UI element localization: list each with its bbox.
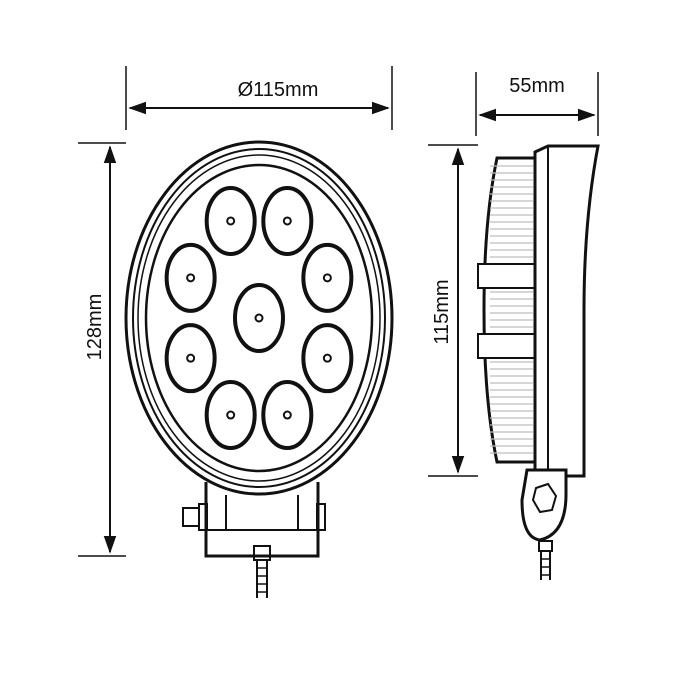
height-label: 128mm	[84, 294, 106, 361]
led-lens	[204, 185, 257, 256]
housing-ring-2	[132, 148, 386, 488]
lens-rim	[144, 163, 374, 473]
heatsink-fins	[477, 156, 537, 464]
led-lens	[301, 323, 354, 394]
led-lens	[301, 242, 354, 313]
led-lens	[261, 185, 314, 256]
front-view	[124, 140, 394, 598]
led-lens	[164, 323, 217, 394]
side-height-label: 115mm	[431, 279, 453, 344]
led-array	[164, 185, 354, 451]
side-view	[477, 144, 600, 580]
led-lens	[204, 380, 257, 451]
depth-label: 55mm	[509, 75, 565, 97]
side-dimensions	[428, 72, 599, 477]
led-lens	[261, 380, 314, 451]
diameter-label: Ø115mm	[238, 79, 319, 101]
mounting-bracket	[182, 482, 326, 598]
housing-ring-3	[137, 154, 381, 482]
side-bezel	[533, 144, 600, 478]
side-bracket	[520, 468, 568, 580]
led-lens	[233, 283, 285, 353]
front-dimensions	[78, 66, 393, 557]
led-lens	[164, 242, 217, 313]
